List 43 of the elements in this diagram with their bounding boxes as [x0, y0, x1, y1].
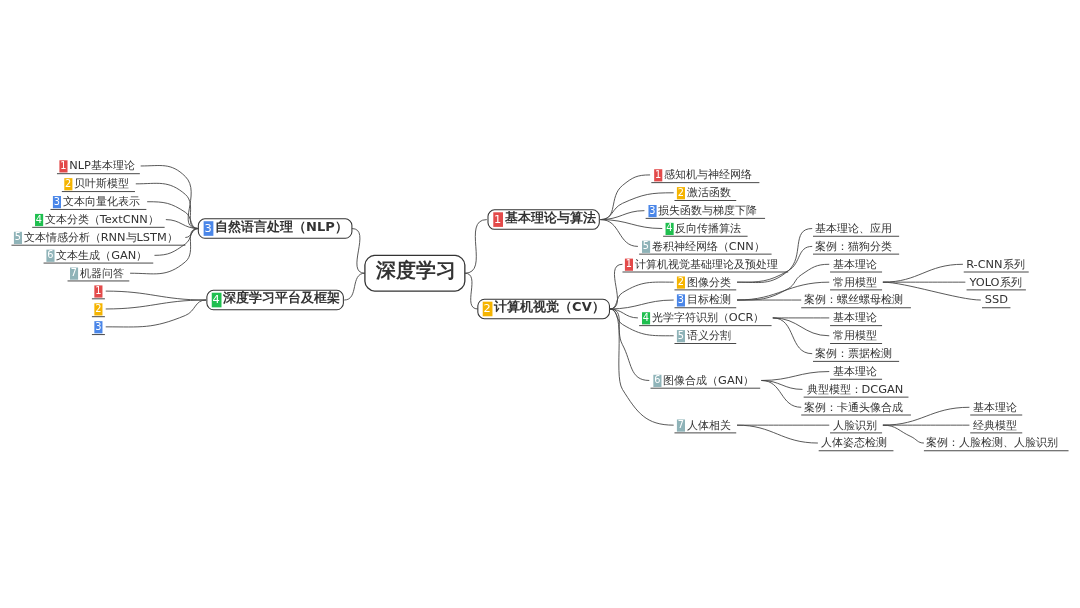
- connector: [146, 200, 199, 229]
- connector: [772, 316, 830, 336]
- connector: [882, 263, 964, 283]
- node-text: 案例：螺丝螺母检测: [804, 291, 904, 306]
- connector: [736, 424, 819, 443]
- node-text: 案例：猫狗分类: [815, 238, 893, 253]
- node-text: 案例：人脸检测、人脸识别: [926, 434, 1059, 449]
- connector: [343, 272, 366, 300]
- connector: [736, 245, 813, 283]
- connector: [609, 299, 675, 309]
- node-text: YOLO系列: [969, 274, 1022, 289]
- connector: [135, 182, 199, 229]
- connector: [736, 227, 813, 283]
- connector: [140, 164, 199, 229]
- node-text: 案例：票据检测: [815, 345, 893, 360]
- node-text: 基本理论: [972, 399, 1017, 414]
- connector: [600, 218, 639, 247]
- node-text: 人体姿态检测: [821, 434, 888, 449]
- connector: [105, 299, 207, 309]
- connector: [105, 299, 207, 327]
- node-text: 基本理论: [832, 363, 877, 378]
- node-text: SSD: [984, 291, 1009, 306]
- node-text: 常用模型: [832, 327, 877, 342]
- connector: [736, 299, 802, 300]
- node-text: 基本理论、应用: [815, 220, 893, 235]
- node-text: 基本理论: [832, 256, 877, 271]
- node-text: 常用模型: [832, 274, 877, 289]
- node-text: 人脸识别: [832, 417, 877, 432]
- connector: [882, 406, 970, 426]
- connector: [736, 263, 830, 300]
- node-text: 基本理论: [832, 309, 877, 324]
- connector: [882, 281, 982, 300]
- connector: [882, 424, 925, 443]
- connector: [736, 281, 830, 300]
- node-text: 案例：卡通头像合成: [804, 399, 904, 414]
- connector: [464, 218, 488, 274]
- node-box: 深度学习: [364, 254, 466, 292]
- connector: [772, 316, 813, 354]
- node-text: 典型模型：DCGAN: [806, 381, 904, 396]
- node-text: 经典模型: [972, 417, 1017, 432]
- connector: [760, 379, 802, 408]
- node-text: R-CNN系列: [966, 256, 1025, 271]
- connector: [609, 281, 675, 309]
